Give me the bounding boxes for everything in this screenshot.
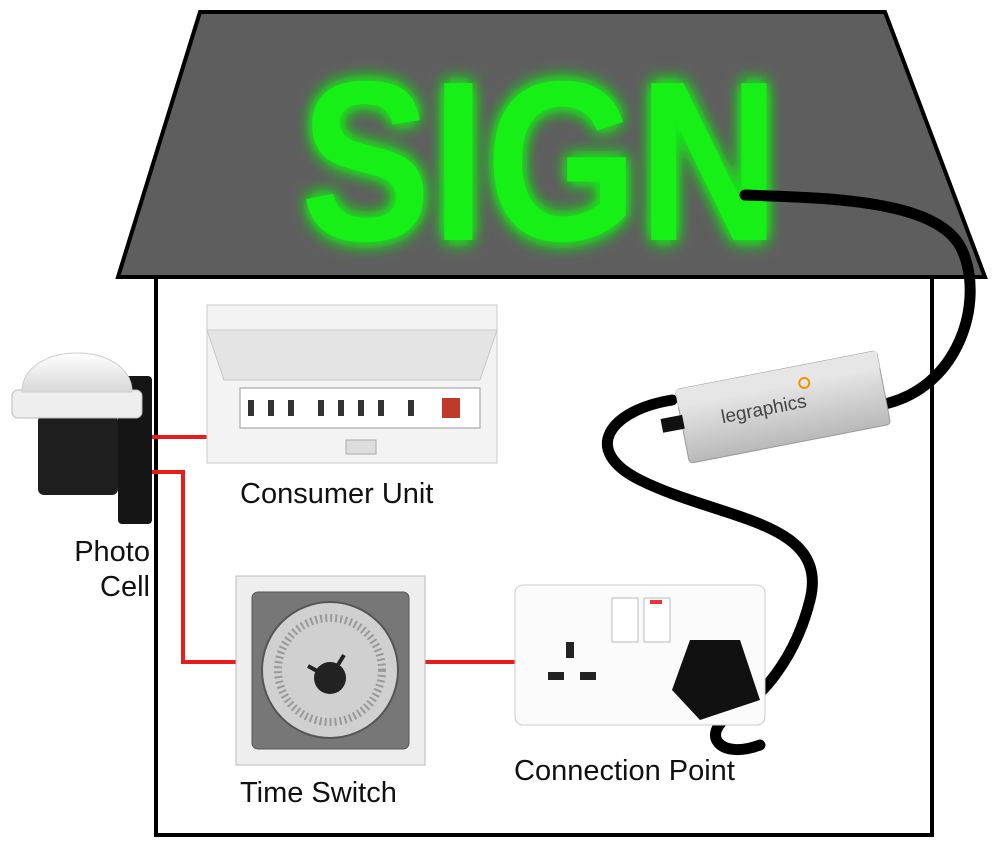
- consumer-unit-device: [206, 304, 498, 464]
- photo-cell-label-line2: Cell: [100, 571, 150, 603]
- photo-cell-label-line1: Photo: [74, 536, 150, 568]
- wire-photocell-time-switch: [150, 470, 238, 664]
- sign-text: SIGN: [300, 35, 779, 289]
- driver-logo-mark-icon: [798, 376, 811, 389]
- connection-point-socket: [514, 584, 766, 726]
- connection-point-label: Connection Point: [514, 755, 735, 787]
- photo-cell-device: [11, 352, 152, 524]
- consumer-unit-label: Consumer Unit: [240, 478, 433, 510]
- red-wiring: [150, 435, 522, 664]
- sign-roof: SIGN: [115, 10, 988, 289]
- plug: [672, 640, 760, 720]
- sign-cable: [739, 189, 976, 411]
- time-switch-device: [235, 575, 426, 766]
- led-driver: legraphics: [660, 350, 891, 464]
- time-switch-label: Time Switch: [240, 777, 397, 809]
